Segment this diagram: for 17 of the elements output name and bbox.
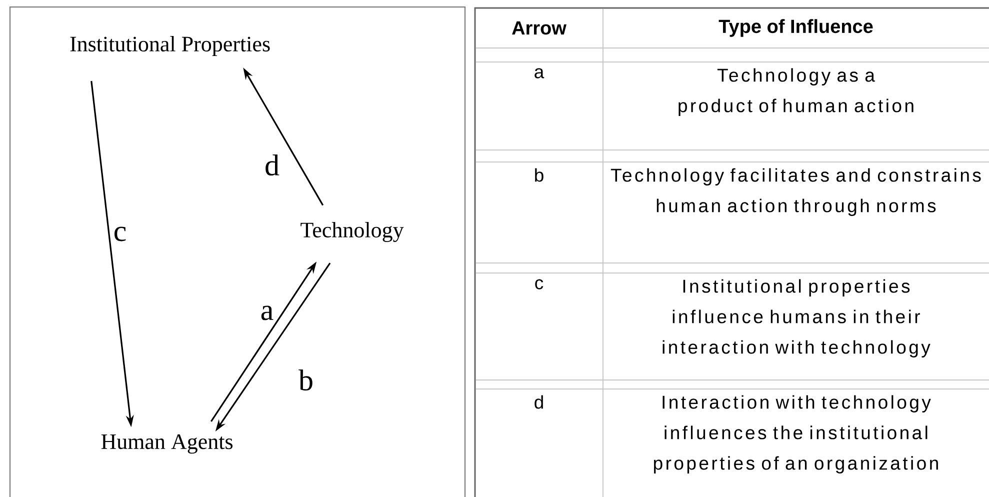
table-header: Type of Influence xyxy=(718,19,873,37)
table-header: Arrow xyxy=(512,21,566,35)
table-cell: b xyxy=(535,168,544,182)
edge-label: a xyxy=(261,306,274,320)
edge-label: b xyxy=(298,369,312,391)
node-label: Technology xyxy=(300,222,404,242)
table-cell: c xyxy=(535,279,544,290)
table-cell: a xyxy=(534,68,544,78)
table-cell: Technology as a product of human action xyxy=(678,68,914,116)
table-cell: d xyxy=(534,395,543,409)
table-cell: Institutional properties influence humans in their interaction with technology xyxy=(662,279,930,358)
edge-label: d xyxy=(266,154,280,176)
edge-label: c xyxy=(114,226,126,242)
table-cell: Interaction with technology influences the institutional properties of an organization xyxy=(654,395,938,474)
node-label: Human Agents xyxy=(101,434,232,454)
node-label: Institutional Properties xyxy=(70,36,270,56)
table-cell: Technology facilitates and constrains human action through norms xyxy=(610,168,981,216)
